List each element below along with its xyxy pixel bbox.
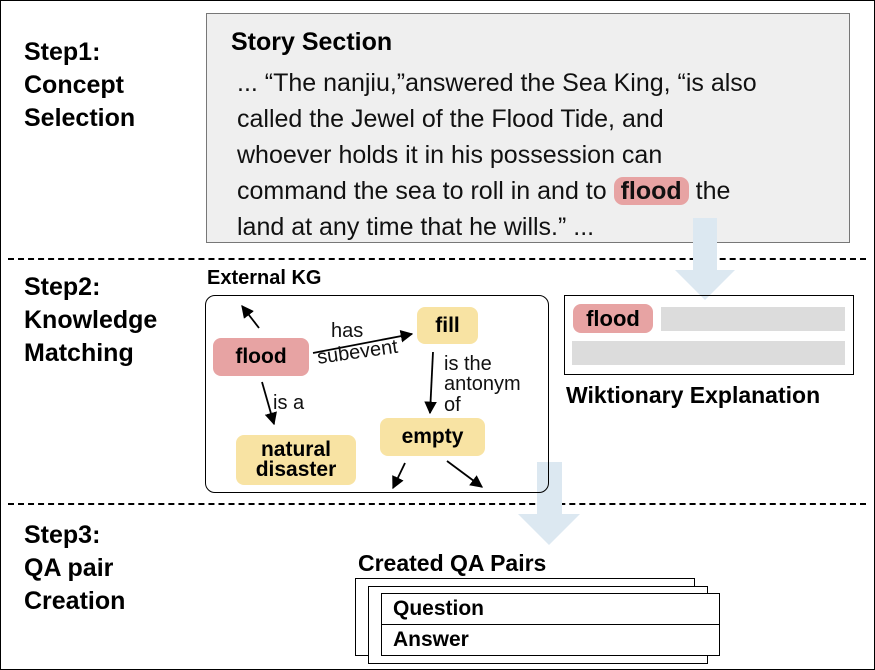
wiktionary-definition-line1 bbox=[661, 307, 845, 331]
wiktionary-caption: Wiktionary Explanation bbox=[566, 382, 821, 408]
edge-flood-natural-disaster bbox=[261, 381, 277, 426]
external-kg-title: External KG bbox=[207, 267, 322, 289]
wiktionary-word: flood bbox=[573, 304, 653, 333]
wiktionary-definition-line2 bbox=[572, 341, 845, 365]
edge-label-antonym-line1: is the bbox=[444, 353, 492, 375]
step3-line3: Creation bbox=[24, 587, 126, 615]
kg-node-flood: flood bbox=[213, 338, 309, 376]
kg-node-natural-disaster-line2: disaster bbox=[255, 458, 337, 481]
edge-label-has: has bbox=[331, 320, 364, 342]
step1-line1: Step1: bbox=[24, 38, 101, 66]
qa-pairs-title: Created QA Pairs bbox=[358, 550, 547, 576]
edge-label-antonym-line2: antonym bbox=[444, 373, 521, 395]
story-text: ... “The nanjiu,”answered the Sea King, … bbox=[237, 65, 837, 245]
step3-label: Step3: QA pair Creation bbox=[24, 519, 125, 618]
qa-card-front: Question Answer bbox=[381, 593, 720, 656]
step2-line2: Knowledge bbox=[24, 306, 158, 334]
story-section-box: Story Section ... “The nanjiu,”answered … bbox=[206, 13, 850, 243]
edge-empty-out-right bbox=[446, 460, 484, 488]
edge-label-is-a: is a bbox=[273, 392, 305, 414]
story-line-4-before: command the sea to roll in and to bbox=[237, 177, 614, 205]
edge-empty-out-left bbox=[392, 462, 406, 490]
big-arrow-to-qa-pairs bbox=[518, 462, 580, 545]
qa-question: Question bbox=[382, 594, 719, 625]
story-line-4-after: the bbox=[688, 177, 731, 205]
edge-flood-outgoing bbox=[241, 305, 260, 329]
step1-line3: Selection bbox=[24, 104, 136, 132]
kg-node-empty: empty bbox=[380, 418, 485, 456]
story-line-5: land at any time that he wills.” ... bbox=[237, 213, 595, 241]
step2-label: Step2: Knowledge Matching bbox=[24, 271, 157, 370]
story-highlight-concept: flood bbox=[613, 177, 689, 205]
qa-answer: Answer bbox=[393, 628, 469, 651]
story-section-title: Story Section bbox=[231, 28, 393, 56]
step2-line3: Matching bbox=[24, 339, 134, 367]
external-kg-box bbox=[205, 295, 549, 493]
step1-label: Step1: Concept Selection bbox=[24, 36, 135, 135]
step2-line1: Step2: bbox=[24, 273, 101, 301]
kg-node-natural-disaster: natural disaster bbox=[236, 435, 356, 485]
story-line-1: ... “The nanjiu,”answered the Sea King, … bbox=[237, 69, 757, 97]
edge-fill-empty bbox=[424, 351, 437, 415]
big-arrow-story-to-wiktionary bbox=[675, 218, 735, 300]
edge-label-antonym-line3: of bbox=[444, 394, 461, 416]
edge-flood-fill bbox=[312, 329, 414, 354]
kg-node-fill: fill bbox=[417, 307, 478, 344]
story-line-3: whoever holds it in his possession can bbox=[237, 141, 663, 169]
separator-step1-step2 bbox=[8, 258, 866, 260]
step3-line2: QA pair bbox=[24, 554, 114, 582]
separator-step2-step3 bbox=[8, 503, 866, 505]
step1-line2: Concept bbox=[24, 71, 124, 99]
kg-node-natural-disaster-line1: natural bbox=[260, 438, 331, 461]
wiktionary-box: flood bbox=[564, 295, 854, 375]
story-line-2: called the Jewel of the Flood Tide, and bbox=[237, 105, 664, 133]
story-line-4: command the sea to roll in and to flood … bbox=[237, 173, 837, 209]
step3-line1: Step3: bbox=[24, 521, 101, 549]
